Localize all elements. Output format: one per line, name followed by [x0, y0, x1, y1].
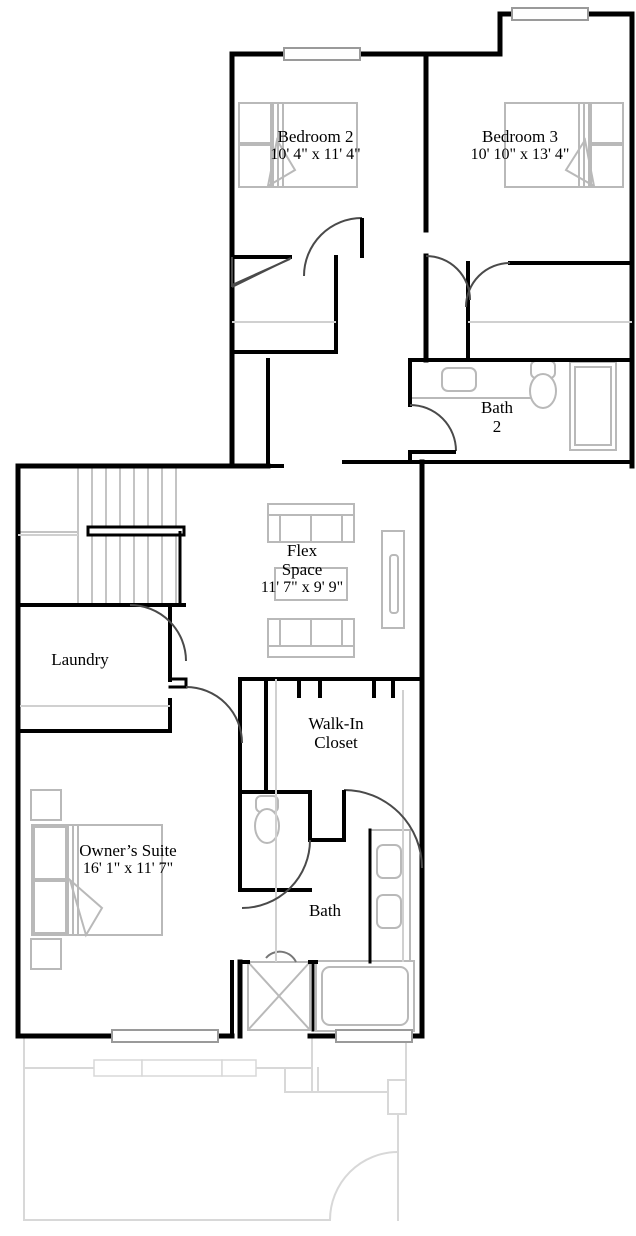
owners-suite-bed: [30, 789, 163, 970]
door-bedroom2: [303, 217, 363, 277]
door-swings: [129, 217, 511, 909]
owners-bath-bathtub: [315, 960, 415, 1032]
flex-sofa-bottom: [267, 618, 355, 658]
door-owners-entry: [185, 686, 243, 744]
owners-bath-shower: [247, 950, 311, 1031]
door-laundry: [129, 604, 187, 662]
door-hall: [425, 255, 471, 301]
window-owners-bath-south: [335, 1029, 413, 1043]
door-walkin-closet: [343, 789, 423, 869]
owners-bath-toilet: [254, 795, 280, 844]
door-water-closet: [241, 839, 311, 909]
flex-sofa-top: [267, 503, 355, 543]
bath2-bathtub: [569, 361, 617, 451]
door-bedroom3-closet: [465, 262, 511, 308]
bath2-toilet: [529, 360, 557, 409]
window-owners-suite-south: [111, 1029, 219, 1043]
window-bedroom2-north: [283, 47, 361, 61]
ghost-lower-floor-outline: [23, 1035, 407, 1222]
door-bath2: [409, 404, 457, 452]
bedroom2-bed: [238, 102, 358, 188]
flex-media-console: [381, 530, 405, 629]
bath2-vanity: [409, 359, 539, 399]
windows: [111, 7, 589, 1043]
floor-seams: [18, 321, 632, 962]
window-bedroom3-north: [511, 7, 589, 21]
flex-coffee-table: [274, 567, 348, 601]
stair-railing: [86, 525, 186, 537]
bedroom3-bed: [504, 102, 624, 188]
exterior-and-interior-walls: [15, 11, 635, 1039]
